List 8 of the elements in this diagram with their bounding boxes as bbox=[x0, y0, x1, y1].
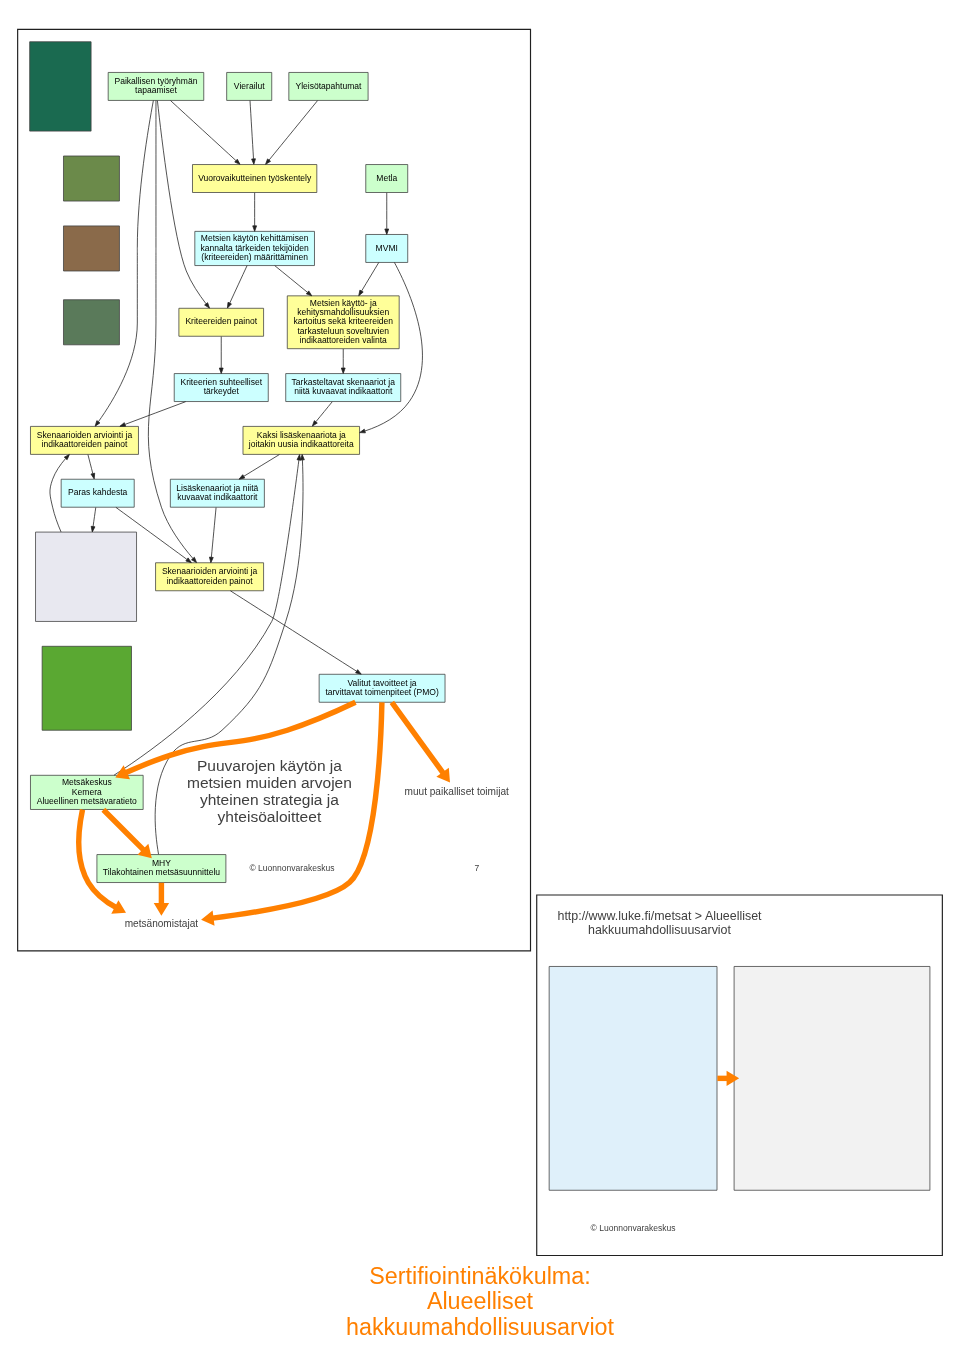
node-text: metsänomistajat bbox=[124, 917, 199, 929]
label: © Luonnonvarakeskus bbox=[249, 862, 335, 873]
node-text: muut paikalliset toimijat bbox=[404, 785, 509, 797]
label: 7 bbox=[474, 862, 480, 873]
label: Puuvarojen käytön ja metsien muiden arvojen yhteinen strategia ja yhteisöaloitteet bbox=[186, 756, 352, 825]
diagram-title: Sertifiointinäkökulma: Alueelliset hakkuumahdollisuusarviot bbox=[345, 1262, 615, 1340]
label: http://www.luke.fi/metsat > Alueelliset hakkuumahdollisuusarviot bbox=[557, 908, 762, 937]
label: © Luonnonvarakeskus bbox=[590, 1222, 676, 1233]
